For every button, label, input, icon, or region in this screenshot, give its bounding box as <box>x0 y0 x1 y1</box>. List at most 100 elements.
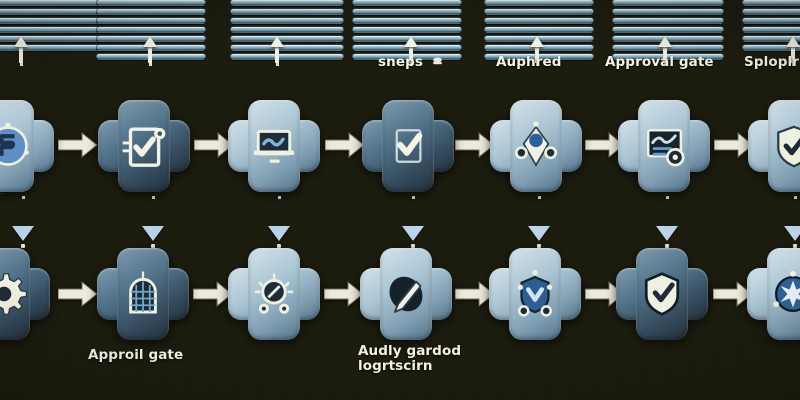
dotted-line <box>409 63 413 102</box>
node-shape <box>228 248 320 340</box>
label-bottom-2: Audly gardod logrtscirn <box>358 343 462 375</box>
separator-line-top <box>0 193 800 194</box>
node-middle-1[interactable] <box>0 100 54 192</box>
stack-plate <box>484 0 594 6</box>
shield-check-icon <box>748 100 800 192</box>
check-card-icon <box>362 100 454 192</box>
node-middle-6[interactable] <box>618 100 710 192</box>
flow-arrow-m6 <box>713 131 754 162</box>
flow-arrow-m2 <box>193 131 234 162</box>
monitor-signal-icon <box>228 100 320 192</box>
connector-up-2 <box>143 36 157 102</box>
connector-dot <box>21 244 25 248</box>
node-middle-3[interactable] <box>228 100 320 192</box>
connector-down-5 <box>528 196 550 248</box>
dotted-line <box>665 196 669 226</box>
up-arrow-icon <box>786 36 800 47</box>
node-middle-4[interactable] <box>362 100 454 192</box>
compass-badge-icon <box>0 100 54 192</box>
flow-arrow-b6 <box>712 280 753 311</box>
connector-up-1 <box>14 36 28 102</box>
node-shape <box>98 100 190 192</box>
connector-dot <box>151 244 155 248</box>
down-arrow-icon <box>268 226 290 241</box>
up-arrow-icon <box>143 36 157 47</box>
stack-plate <box>484 8 594 15</box>
stack-plate <box>612 53 724 60</box>
connector-down-2 <box>142 196 164 248</box>
node-bottom-5[interactable] <box>489 248 581 340</box>
up-arrow-icon <box>270 36 284 47</box>
pen-edit-icon <box>360 248 452 340</box>
stack-plate <box>230 26 344 33</box>
location-pin-icon <box>490 100 582 192</box>
flow-arrow-b2 <box>192 280 233 311</box>
up-arrow-icon <box>530 36 544 47</box>
stack-plate <box>96 8 206 15</box>
down-arrow-icon <box>784 226 800 241</box>
stack-plate <box>352 0 462 6</box>
arrow-stem <box>148 47 152 63</box>
stack-plate <box>352 53 462 60</box>
stack-plate <box>230 35 344 42</box>
label-top-3: Approval gate <box>605 54 714 70</box>
node-shape <box>360 248 452 340</box>
connector-dot <box>411 244 415 248</box>
label-top-4: Sploplr <box>744 54 799 70</box>
stack-plate <box>230 0 344 6</box>
stack-plate <box>352 8 462 15</box>
up-arrow-icon <box>404 36 418 47</box>
node-middle-2[interactable] <box>98 100 190 192</box>
gear-icon <box>0 248 50 340</box>
up-arrow-icon <box>658 36 672 47</box>
node-bottom-1[interactable] <box>0 248 50 340</box>
down-arrow-icon <box>12 226 34 241</box>
node-shape <box>489 248 581 340</box>
node-shape <box>618 100 710 192</box>
connector-dot <box>793 244 797 248</box>
dotted-line <box>151 196 155 226</box>
connector-up-7 <box>786 36 800 102</box>
stack-plate <box>0 0 110 6</box>
stack-plate <box>612 8 724 15</box>
stack-plate <box>352 26 462 33</box>
flow-arrow-b3 <box>323 280 364 311</box>
flow-arrow-b1 <box>57 280 98 311</box>
stack-plate <box>484 17 594 24</box>
dotted-line <box>537 196 541 226</box>
node-bottom-2[interactable] <box>97 248 189 340</box>
flow-arrow-m4 <box>454 131 495 162</box>
arrow-stem <box>791 47 795 63</box>
up-arrow-icon <box>14 36 28 47</box>
node-bottom-3[interactable] <box>228 248 320 340</box>
stack-plate <box>96 17 206 24</box>
node-shape <box>490 100 582 192</box>
node-shape <box>362 100 454 192</box>
dotted-line <box>535 63 539 102</box>
flow-arrow-m3 <box>324 131 365 162</box>
layer-stack-1 <box>0 0 110 53</box>
connector-up-4 <box>404 36 418 102</box>
node-bottom-4[interactable] <box>360 248 452 340</box>
stack-plate <box>0 26 110 33</box>
report-chart-icon <box>618 100 710 192</box>
dotted-line <box>148 63 152 102</box>
stack-plate <box>612 26 724 33</box>
node-bottom-7[interactable] <box>747 248 800 340</box>
checklist-gear-icon <box>98 100 190 192</box>
dotted-line <box>19 63 23 102</box>
arrow-stem <box>19 47 23 63</box>
node-middle-5[interactable] <box>490 100 582 192</box>
down-arrow-icon <box>142 226 164 241</box>
grid-archive-icon <box>97 248 189 340</box>
stack-plate <box>96 0 206 6</box>
gear-target-icon <box>747 248 800 340</box>
stack-plate <box>230 8 344 15</box>
node-bottom-6[interactable] <box>616 248 708 340</box>
arrow-stem <box>409 47 413 63</box>
shield-badge-icon <box>489 248 581 340</box>
node-middle-7[interactable] <box>748 100 800 192</box>
node-shape <box>748 100 800 192</box>
node-arm-v <box>118 100 170 192</box>
